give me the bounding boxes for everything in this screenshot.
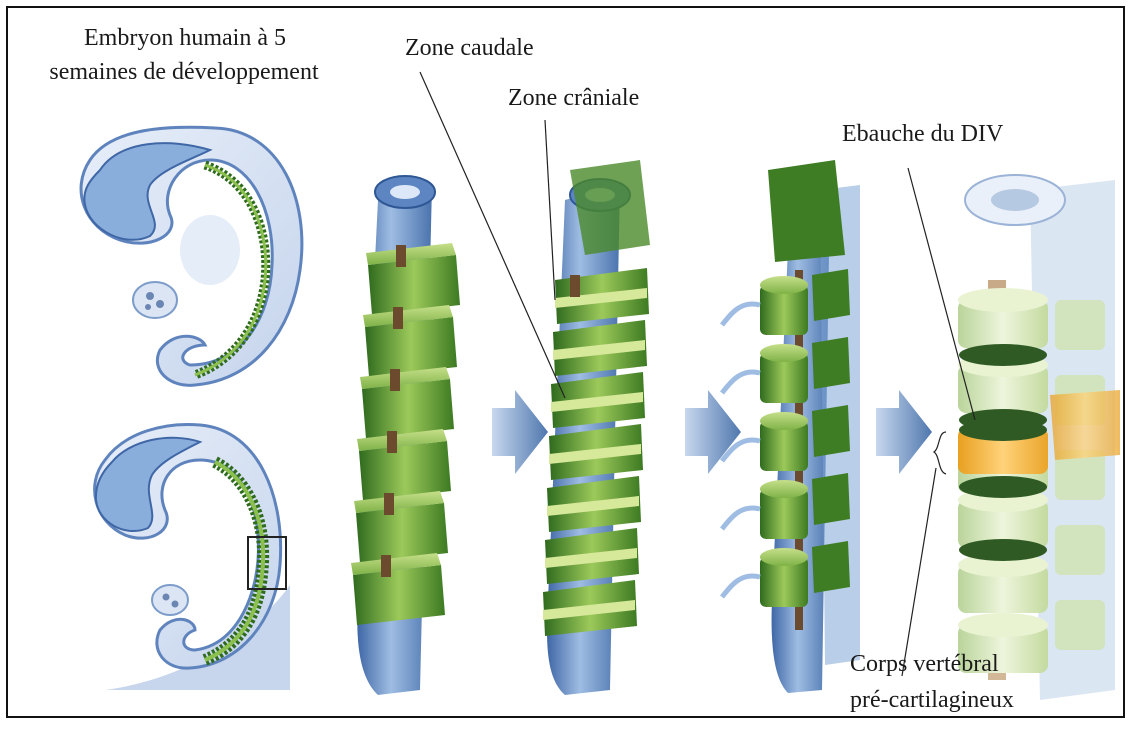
figure-border bbox=[6, 6, 1125, 718]
embryo-title-line1: Embryon humain à 5 bbox=[60, 24, 310, 52]
zone-caudale-label: Zone caudale bbox=[405, 34, 534, 62]
zone-craniale-label: Zone crâniale bbox=[508, 84, 639, 112]
corps-vertebral-label-line1: Corps vertébral bbox=[850, 650, 999, 678]
ebauche-div-label: Ebauche du DIV bbox=[842, 120, 1003, 148]
corps-vertebral-label-line2: pré-cartilagineux bbox=[850, 686, 1014, 714]
embryo-title-line2: semaines de développement bbox=[34, 58, 334, 86]
